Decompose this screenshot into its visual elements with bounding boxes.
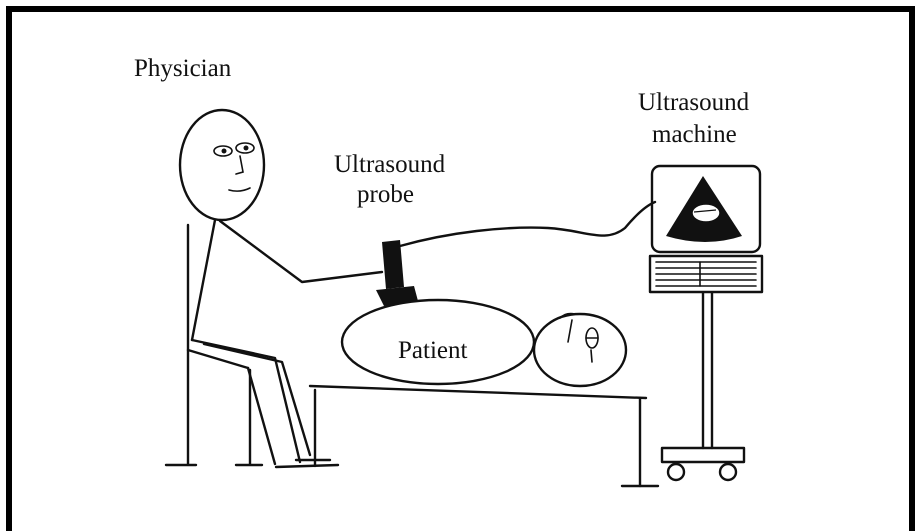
physician-thigh	[192, 340, 300, 462]
label-machine-line2: machine	[652, 120, 737, 150]
control-panel-lines	[656, 262, 756, 286]
probe-cable	[400, 202, 655, 246]
patient-figure	[342, 300, 626, 386]
scan-target-icon	[692, 204, 720, 222]
exam-table	[310, 386, 658, 486]
machine-wheel-right	[720, 464, 736, 480]
label-probe-line2: probe	[357, 180, 414, 210]
physician-head	[180, 110, 264, 220]
label-probe-line1: Ultrasound	[334, 150, 445, 180]
label-physician: Physician	[134, 54, 231, 84]
machine-wheel-left	[668, 464, 684, 480]
probe-handle	[382, 240, 404, 289]
ultrasound-machine	[650, 166, 762, 480]
table-top	[310, 386, 646, 398]
physician-arm	[220, 221, 382, 282]
physician-mouth	[229, 188, 250, 191]
patient-nose	[568, 320, 572, 342]
label-patient: Patient	[398, 336, 467, 366]
physician-foot	[276, 465, 338, 467]
patient-head	[534, 314, 626, 386]
physician-torso	[192, 220, 215, 340]
label-machine-line1: Ultrasound	[638, 88, 749, 118]
physician-shin	[248, 368, 275, 464]
physician-eyes	[214, 143, 254, 156]
machine-base	[662, 448, 744, 462]
physician-nose	[236, 156, 243, 174]
